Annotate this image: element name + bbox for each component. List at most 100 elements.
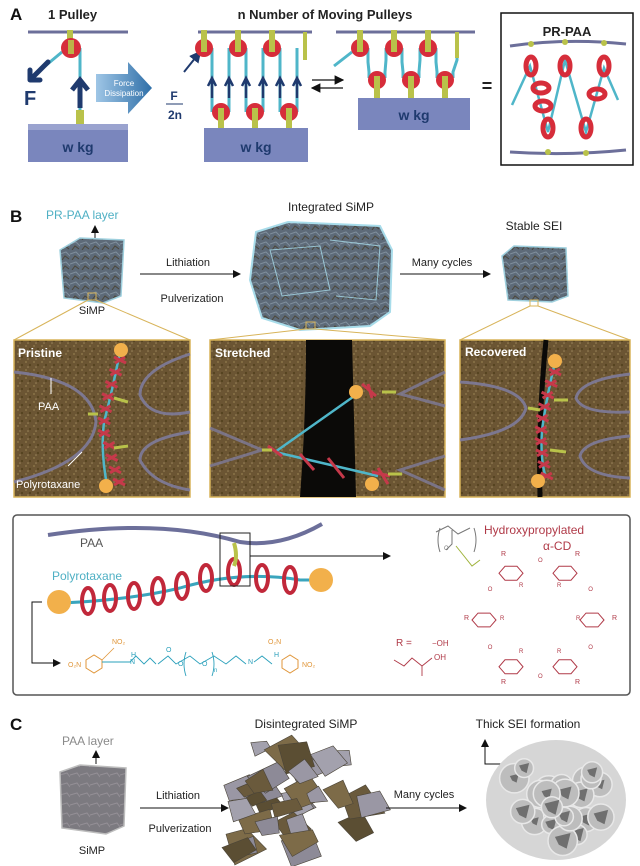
paa-chain — [509, 148, 627, 156]
cd-ring — [98, 416, 110, 426]
r-group-label: R — [519, 649, 524, 655]
glucose-unit — [579, 612, 605, 628]
panel-a-label: A — [10, 5, 22, 24]
svg-text:N: N — [130, 659, 135, 666]
tension-arrow-icon — [70, 75, 90, 108]
svg-text:O₂N: O₂N — [268, 639, 281, 646]
weight-block — [358, 98, 470, 130]
molecular-schematic-box: PAA Polyrotaxane O₂N NO₂ H N O O — [12, 514, 631, 696]
multi-pulley-title: n Number of Moving Pulleys — [238, 7, 413, 22]
stopper-formula: O₂N NO₂ H N O O O n N H O₂N NO₂ — [68, 639, 316, 677]
pulley-hook — [442, 76, 448, 98]
fragment — [287, 758, 319, 784]
simp-label: SiMP — [79, 305, 105, 317]
pulley-hook — [218, 108, 224, 128]
si-fragment — [519, 763, 530, 774]
polyrotaxane-strand — [274, 390, 361, 454]
cd-ring — [102, 583, 118, 613]
weight-block — [28, 128, 128, 162]
panel-c: C PAA layer SiMP Lithiation Pulverizatio… — [10, 715, 626, 866]
cd-ring — [98, 428, 110, 438]
simp-particle — [59, 237, 125, 304]
svg-text:H: H — [274, 652, 279, 659]
fragment — [250, 740, 272, 757]
fragment — [270, 798, 303, 818]
svg-text:N: N — [248, 659, 253, 666]
cd-ring — [126, 581, 142, 611]
r-group-label: R — [464, 615, 469, 622]
disintegrated-simp-label: Disintegrated SiMP — [255, 717, 358, 731]
cd-ring — [150, 576, 166, 606]
inset-title: Recovered — [465, 345, 526, 359]
glucose-unit — [471, 612, 497, 628]
prpaa-box: PR-PAA — [500, 12, 634, 166]
stopper-left — [47, 590, 71, 614]
glucose-unit — [552, 659, 578, 675]
glucose-unit — [498, 659, 524, 675]
crosslink — [232, 542, 238, 567]
fragment — [254, 816, 280, 836]
cd-rings — [523, 54, 612, 140]
inset-stretched: Stretched — [209, 339, 446, 498]
r-group-label: R — [519, 583, 524, 589]
oxygen-label: O — [538, 558, 543, 564]
cd-ring — [109, 465, 121, 475]
moving-pulleys-extended — [183, 30, 312, 128]
single-pulley-diagram: F w kg — [24, 30, 128, 162]
zoom-marker — [305, 321, 316, 330]
cd-ring — [174, 571, 190, 601]
rope — [333, 50, 353, 68]
glucose-unit — [552, 565, 578, 581]
pulley-hook — [425, 30, 431, 52]
cd-title-line2: α-CD — [543, 539, 572, 553]
lithiation-label: Lithiation — [156, 790, 200, 802]
oxygen-label: O — [488, 587, 493, 593]
dissipation-line1: Force — [114, 79, 135, 88]
tension-arrow-icon — [274, 75, 286, 98]
cd-ring — [535, 425, 547, 435]
svg-text:O: O — [202, 661, 208, 668]
paa-chain — [47, 522, 323, 546]
svg-text:n: n — [214, 668, 217, 674]
si-fragment — [587, 767, 598, 778]
stopper — [114, 343, 128, 357]
panel-c-label: C — [10, 715, 22, 734]
paa-label: PAA — [80, 536, 103, 550]
oxygen-label: O — [588, 587, 593, 593]
r-group-label: R — [500, 616, 505, 622]
force-arrow-icon — [27, 59, 51, 83]
stopper — [99, 479, 113, 493]
zoom-box — [219, 532, 251, 587]
fragment — [244, 768, 274, 794]
weight-label: w kg — [397, 107, 429, 123]
inset-title: Pristine — [18, 346, 62, 360]
cd-ring — [114, 355, 126, 365]
svg-text:O₂N: O₂N — [68, 662, 81, 669]
oxygen-label: O — [538, 674, 543, 680]
pulley-hook — [201, 30, 207, 52]
cd-ring — [541, 390, 554, 400]
oxygen-label: O — [488, 645, 493, 651]
stable-sei-particle — [501, 245, 569, 303]
tension-arrow-icon — [291, 75, 303, 98]
cd-ring — [536, 448, 548, 458]
stopper-pointer-arrow — [31, 601, 61, 667]
r-group-label: R — [575, 679, 580, 686]
r-group-label: R — [557, 583, 562, 589]
thick-sei-cluster — [486, 740, 626, 860]
prpaa-title: PR-PAA — [543, 24, 592, 39]
pulley-hook — [357, 30, 363, 52]
single-pulley-title: 1 Pulley — [48, 7, 98, 22]
fragment — [278, 829, 319, 857]
paa-layer-label: PAA layer — [62, 734, 114, 748]
inset-title: Stretched — [215, 346, 270, 360]
tension-arrow-icon — [206, 75, 218, 98]
moving-pulleys-compressed — [333, 30, 475, 98]
fragment — [306, 785, 329, 804]
cd-ring — [545, 379, 557, 388]
fragment — [221, 837, 257, 863]
pulley-hook — [374, 76, 380, 98]
svg-text:O: O — [178, 661, 184, 668]
panel-b-label: B — [10, 207, 22, 226]
si-fragment — [509, 773, 519, 783]
